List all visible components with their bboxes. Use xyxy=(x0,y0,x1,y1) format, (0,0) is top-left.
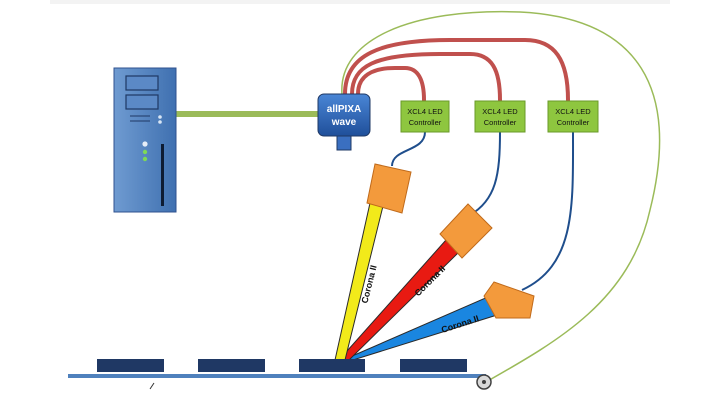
light-head-blue xyxy=(483,281,535,319)
camera-allpixa-wave: allPIXA wave xyxy=(317,93,371,151)
controller-1-line1: XCL4 LED xyxy=(407,107,443,116)
controller-2-line1: XCL4 LED xyxy=(482,107,518,116)
controller-1: XCL4 LED Controller xyxy=(400,100,450,133)
sample-1 xyxy=(97,359,164,372)
sample-2 xyxy=(198,359,265,372)
belt-mark xyxy=(149,382,155,390)
controller-2: XCL4 LED Controller xyxy=(474,100,526,133)
status-led-icon xyxy=(142,149,148,155)
beam-blue xyxy=(342,295,498,361)
signal-cables xyxy=(391,131,575,291)
controller-3: XCL4 LED Controller xyxy=(547,100,599,133)
top-band xyxy=(50,0,670,4)
drive-bay-2 xyxy=(125,94,159,110)
controller-3-line1: XCL4 LED xyxy=(555,107,591,116)
camera-label-line1: allPIXA xyxy=(327,104,361,115)
camera-lens xyxy=(336,135,352,151)
trigger-cable xyxy=(341,10,661,383)
drive-bay-1 xyxy=(125,75,159,91)
sample-4 xyxy=(400,359,467,372)
controller-2-line2: Controller xyxy=(484,118,517,127)
light-head-red xyxy=(439,203,493,259)
light-head-yellow xyxy=(366,163,412,214)
controller-1-line2: Controller xyxy=(409,118,442,127)
controller-3-line2: Controller xyxy=(557,118,590,127)
conveyor-belt xyxy=(68,374,486,378)
sample-3 xyxy=(299,359,365,372)
camera-label-line2: wave xyxy=(331,117,357,128)
power-led-icon xyxy=(142,141,148,147)
computer xyxy=(113,67,177,213)
data-link-cable xyxy=(176,111,320,117)
power-cables xyxy=(343,38,570,102)
disc-slot xyxy=(161,144,164,206)
beam-yellow xyxy=(334,202,384,361)
